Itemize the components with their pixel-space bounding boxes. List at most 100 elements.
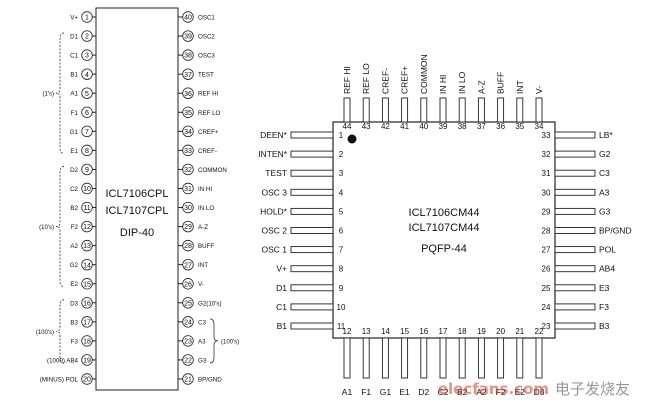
pqfp-left-lead — [290, 169, 334, 177]
pqfp-right-lead — [554, 322, 596, 330]
pqfp-left-lead — [290, 227, 334, 234]
dip-left-label: (1000) AB4 — [47, 357, 79, 364]
pqfp-right-number: 27 — [542, 246, 551, 255]
dip-pin-circle — [81, 220, 93, 233]
pqfp-bottom-lead — [458, 337, 466, 379]
pqfp-top-lead — [362, 97, 370, 123]
dip-pin-number: 3 — [85, 53, 89, 60]
pqfp-bottom-number: 14 — [381, 327, 390, 336]
dip-pin-number: 22 — [184, 358, 192, 365]
dip-pin-number: 6 — [85, 110, 89, 117]
dip-right-label: CREF+ — [198, 129, 219, 136]
pqfp-top-label: IN LO — [457, 71, 467, 94]
dip-pin-number: 26 — [184, 281, 192, 288]
pqfp-right-lead — [554, 303, 596, 311]
dip-pin-number: 15 — [83, 281, 91, 288]
dip-pin-circle — [182, 373, 194, 385]
dip-pin-circle — [81, 49, 93, 61]
pqfp-bottom-label: E2 — [515, 387, 526, 397]
dip-pin-circle — [182, 182, 194, 195]
pqfp-bottom-number: 13 — [362, 327, 371, 336]
watermark-site: elecfans.com — [437, 380, 549, 398]
pqfp-right-number: 24 — [542, 303, 551, 312]
dip-pin-circle — [182, 335, 194, 347]
dip-pin-number: 32 — [184, 167, 192, 174]
pqfp-left-lead — [290, 131, 334, 139]
pqfp-bottom-number: 19 — [477, 327, 486, 336]
pqfp-bottom-number: 22 — [535, 327, 544, 336]
dip-group-label: (100's) — [36, 330, 54, 336]
pqfp-top-lead — [516, 97, 524, 123]
dip-right-label: CREF- — [198, 148, 217, 155]
dip-pin-circle — [182, 201, 194, 214]
pqfp-right-lead — [554, 207, 596, 215]
dip-pin-number: 17 — [83, 319, 91, 326]
pqfp-top-number: 35 — [515, 122, 524, 131]
dip-left-label: E1 — [70, 148, 78, 155]
dip-pin-number: 27 — [184, 262, 192, 269]
dip-package-label: DIP-40 — [120, 227, 154, 239]
dip-pin-circle — [81, 163, 93, 176]
pqfp-bottom-lead — [401, 337, 409, 379]
pqfp-top-lead — [439, 97, 447, 123]
dip-pin-number: 33 — [184, 148, 192, 155]
pqfp-left-number: 4 — [339, 188, 344, 197]
dip-pin-number: 24 — [184, 319, 192, 326]
pqfp-right-label: E3 — [599, 283, 610, 293]
dip-pin-circle — [81, 354, 93, 366]
dip-pin-circle — [182, 220, 194, 233]
pqfp-left-number: 3 — [339, 169, 344, 178]
dip-pin-number: 2 — [85, 34, 89, 41]
pqfp-right-lead — [554, 188, 596, 196]
dip-pin-number: 11 — [83, 205, 90, 212]
watermark-cn: 电子发烧友 — [554, 380, 630, 398]
pqfp-right-lead — [554, 284, 596, 292]
pqfp-body — [332, 121, 556, 339]
pqfp-left-label: C1 — [276, 302, 287, 312]
dip-right-label: V- — [198, 281, 204, 288]
pqfp-right-number: 29 — [542, 207, 551, 216]
pqfp-left-lead — [290, 322, 334, 330]
dip-pin-circle — [81, 278, 93, 290]
pqfp-part-name: ICL7106CM44 — [409, 207, 480, 219]
dip-pin-circle — [81, 297, 93, 309]
pqfp-top-label: CREF+ — [400, 66, 410, 94]
pqfp-right-number: 32 — [542, 150, 551, 159]
pqfp-left-number: 8 — [339, 265, 344, 274]
dip-right-label: G3 — [198, 357, 207, 364]
dip-pin-circle — [182, 106, 194, 118]
dip-right-label: OSC2 — [198, 34, 215, 41]
dip-pin-circle — [81, 11, 93, 23]
pqfp-left-label: V+ — [276, 264, 287, 274]
dip-pin-number: 8 — [85, 148, 89, 155]
pqfp-left-label: D1 — [276, 283, 287, 293]
dip-left-label: G1 — [70, 129, 79, 136]
dip-pin-circle — [81, 125, 93, 138]
dip-pin-number: 21 — [184, 377, 192, 384]
dip-pin-circle — [182, 297, 194, 309]
dip-left-label: (MINUS) POL — [40, 377, 79, 384]
pqfp-right-number: 31 — [542, 169, 551, 178]
dip-pin-number: 7 — [85, 129, 89, 136]
pqfp-right-lead — [554, 227, 596, 234]
pqfp-top-number: 37 — [477, 122, 486, 131]
pqfp-bottom-number: 20 — [496, 327, 505, 336]
dip-right-label: REF LO — [198, 110, 221, 117]
pqfp-right-number: 33 — [542, 131, 551, 140]
dip-pin-number: 4 — [85, 72, 89, 79]
pqfp-left-number: 2 — [339, 150, 344, 159]
pqfp-right-lead — [554, 265, 596, 273]
dip-left-label: F3 — [71, 338, 79, 345]
dip-pin-number: 39 — [184, 34, 192, 41]
pqfp-bottom-lead — [420, 337, 428, 379]
pqfp-right-label: POL — [599, 245, 616, 255]
pqfp-top-lead — [477, 97, 485, 123]
pqfp-right-label: F3 — [599, 302, 609, 312]
dip-pin-circle — [81, 144, 93, 157]
pqfp-top-number: 39 — [439, 122, 448, 131]
dip-group-brace — [55, 166, 65, 288]
dip-pin-circle — [182, 354, 194, 366]
dip-pin-number: 12 — [83, 224, 91, 231]
pqfp-top-label: COMMON — [419, 54, 429, 94]
dip-left-label: G2 — [70, 262, 79, 269]
